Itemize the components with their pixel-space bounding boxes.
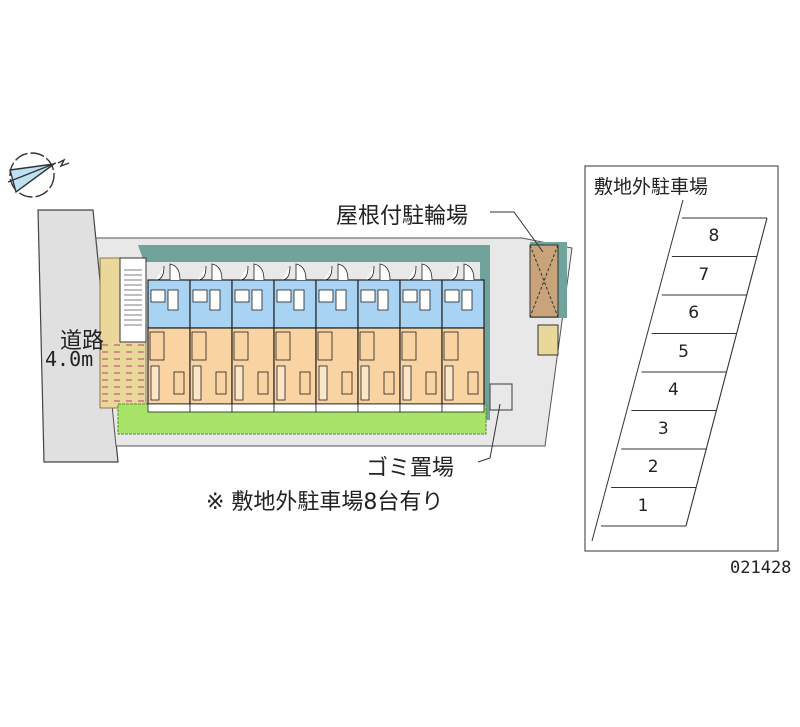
- parking-slot-number: 3: [657, 418, 669, 439]
- apartment-unit: [147, 263, 191, 413]
- bicycle-parking-label: 屋根付駐輪場: [336, 204, 469, 229]
- garbage-leader-line: [477, 403, 501, 463]
- garbage-area: [489, 383, 513, 411]
- road-name-label: 道路: [60, 329, 105, 354]
- apartment-unit: [399, 263, 443, 413]
- offsite-parking-panel: [584, 165, 779, 552]
- apartment-unit: [315, 263, 359, 413]
- garbage-area-label: ゴミ置場: [366, 456, 455, 481]
- bicycle-shelter: [529, 242, 567, 356]
- map-code: 021428: [730, 558, 792, 578]
- offsite-parking-title: 敷地外駐車場: [594, 176, 709, 198]
- apartment-unit: [189, 263, 233, 413]
- apartment-unit: [357, 263, 401, 413]
- parking-slot-number: 2: [647, 457, 659, 477]
- bicycle-leader-line: [490, 211, 544, 253]
- parking-slot-number: 1: [637, 495, 649, 516]
- parking-slot-number: 8: [708, 226, 720, 246]
- apartment-unit: [273, 263, 317, 413]
- road-width-label: 4.0m: [45, 347, 94, 371]
- parking-slot-number: 4: [668, 380, 679, 400]
- parking-slot-number: 7: [698, 264, 710, 285]
- parking-slot-edge: [685, 217, 768, 527]
- road: [37, 209, 119, 463]
- parking-note: ※ 敷地外駐車場8台有り: [206, 490, 444, 515]
- parking-slot-number: 6: [688, 303, 700, 323]
- parking-slot-number: 5: [678, 341, 689, 362]
- north-arrow-icon: [7, 152, 70, 198]
- apartment-unit: [231, 263, 275, 413]
- apartment-unit: [441, 263, 485, 413]
